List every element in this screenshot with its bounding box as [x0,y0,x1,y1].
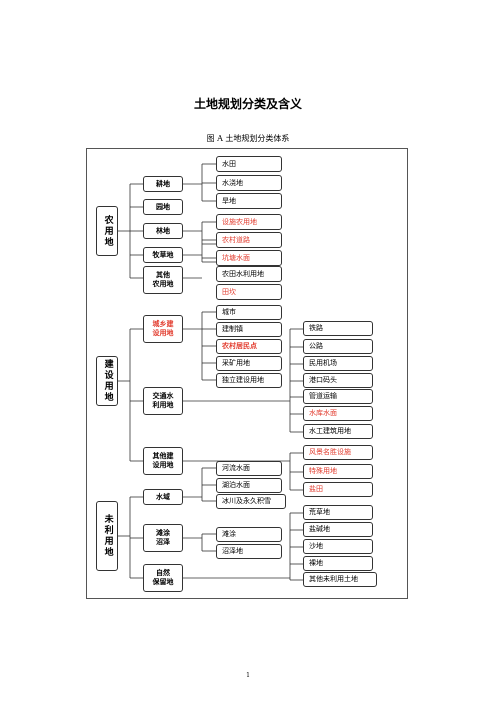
item-grassland-waste: 荒草地 [303,505,373,520]
item-city: 城市 [216,305,282,320]
item-sand-land: 沙地 [303,539,373,554]
item-river-water: 河流水面 [216,461,282,476]
item-pipeline-transport: 管道运输 [303,389,373,404]
item-tidal-flat: 滩涂 [216,527,282,542]
item-rural-settlement: 农村居民点 [216,339,282,354]
item-other-unused: 其他未利用土地 [303,572,377,587]
item-swamp-land: 沼泽地 [216,544,282,559]
subcategory-natural-reserve: 自然保留地 [143,564,183,592]
item-salt-field: 盐田 [303,482,373,497]
item-hydraulic-construction: 水工建筑用地 [303,424,373,439]
item-dry-land: 旱地 [216,193,282,209]
item-reservoir-water: 水库水面 [303,406,373,421]
subcategory-farmland: 耕地 [143,176,183,192]
subcategory-forest: 林地 [143,223,183,239]
subcategory-tidal-swamp: 滩涂沼泽 [143,524,183,552]
item-bare-land: 裸地 [303,556,373,571]
subcategory-water: 水域 [143,489,183,505]
item-special-land: 特殊用地 [303,464,373,479]
subcategory-garden: 园地 [143,199,183,215]
subcategory-other-construction: 其他建设用地 [143,447,183,475]
item-civil-airport: 民用机场 [303,356,373,371]
subcategory-other-agricultural: 其他农用地 [143,266,183,294]
item-highway: 公路 [303,339,373,354]
item-saline-alkali: 盐碱地 [303,522,373,537]
figure-caption: 图 A 土地规划分类体系 [206,134,290,143]
item-independent-construction: 独立建设用地 [216,373,282,388]
item-facility-agricultural: 设施农用地 [216,214,282,230]
item-field-ridge: 田坎 [216,284,282,300]
subcategory-pasture: 牧草地 [143,247,183,263]
category-agricultural-land: 农用地 [96,206,118,256]
item-town: 建制镇 [216,322,282,337]
item-port-wharf: 港口码头 [303,373,373,388]
category-construction-land: 建设用地 [96,356,118,406]
item-glacier-snow: 冰川及永久积雪 [216,494,286,509]
item-mining-land: 采矿用地 [216,356,282,371]
subcategory-urban-rural: 城乡建设用地 [143,315,183,343]
page-title: 土地规划分类及含义 [193,97,302,111]
item-scenic-facilities: 风景名胜设施 [303,445,373,460]
page-number: 1 [246,672,250,679]
subcategory-transport-water: 交通水利用地 [143,387,183,415]
item-rural-road: 农村道路 [216,232,282,248]
item-railway: 铁路 [303,321,373,336]
item-lake-water: 湖泊水面 [216,478,282,493]
diagram-frame [86,148,408,599]
category-unused-land: 未利用地 [96,501,118,571]
item-paddy-field: 水田 [216,156,282,172]
item-irrigated-land: 水浇地 [216,175,282,191]
item-pond-water: 坑塘水面 [216,250,282,266]
item-irrigation-land: 农田水利用地 [216,266,282,282]
